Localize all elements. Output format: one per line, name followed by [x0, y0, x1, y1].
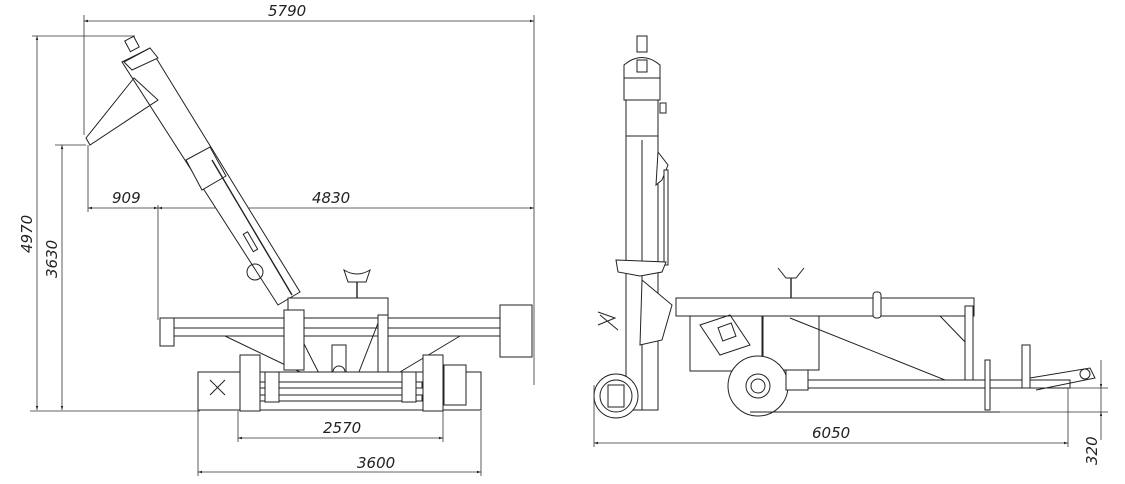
extension-lines [30, 15, 535, 476]
dim-hopper-height: 3630 [43, 240, 61, 278]
side-frame [675, 291, 1096, 417]
side-seat [777, 267, 805, 298]
main-frame [159, 297, 533, 396]
dim-overall-length: 6050 [812, 424, 850, 442]
jockey-wheel [593, 373, 639, 419]
dim-hitch-height: 320 [1083, 436, 1101, 465]
dim-overall-height: 4970 [18, 215, 36, 253]
right-wheel [422, 354, 444, 412]
axle-assembly [197, 354, 482, 412]
dim-overall-width: 5790 [268, 2, 306, 20]
transport-wheel [727, 355, 789, 417]
dim-track-width: 2570 [323, 419, 361, 437]
dim-frame-width: 4830 [312, 189, 350, 207]
dim-wheel-span: 3600 [357, 454, 395, 472]
auger-tube [85, 35, 301, 306]
left-wheel [239, 354, 261, 412]
front-view: 5790 4970 3630 909 4830 2570 3600 [18, 2, 535, 476]
side-view: 6050 320 [593, 35, 1108, 465]
vertical-auger [593, 35, 673, 419]
operator-seat [343, 268, 371, 298]
dim-hopper-offset: 909 [112, 189, 141, 207]
